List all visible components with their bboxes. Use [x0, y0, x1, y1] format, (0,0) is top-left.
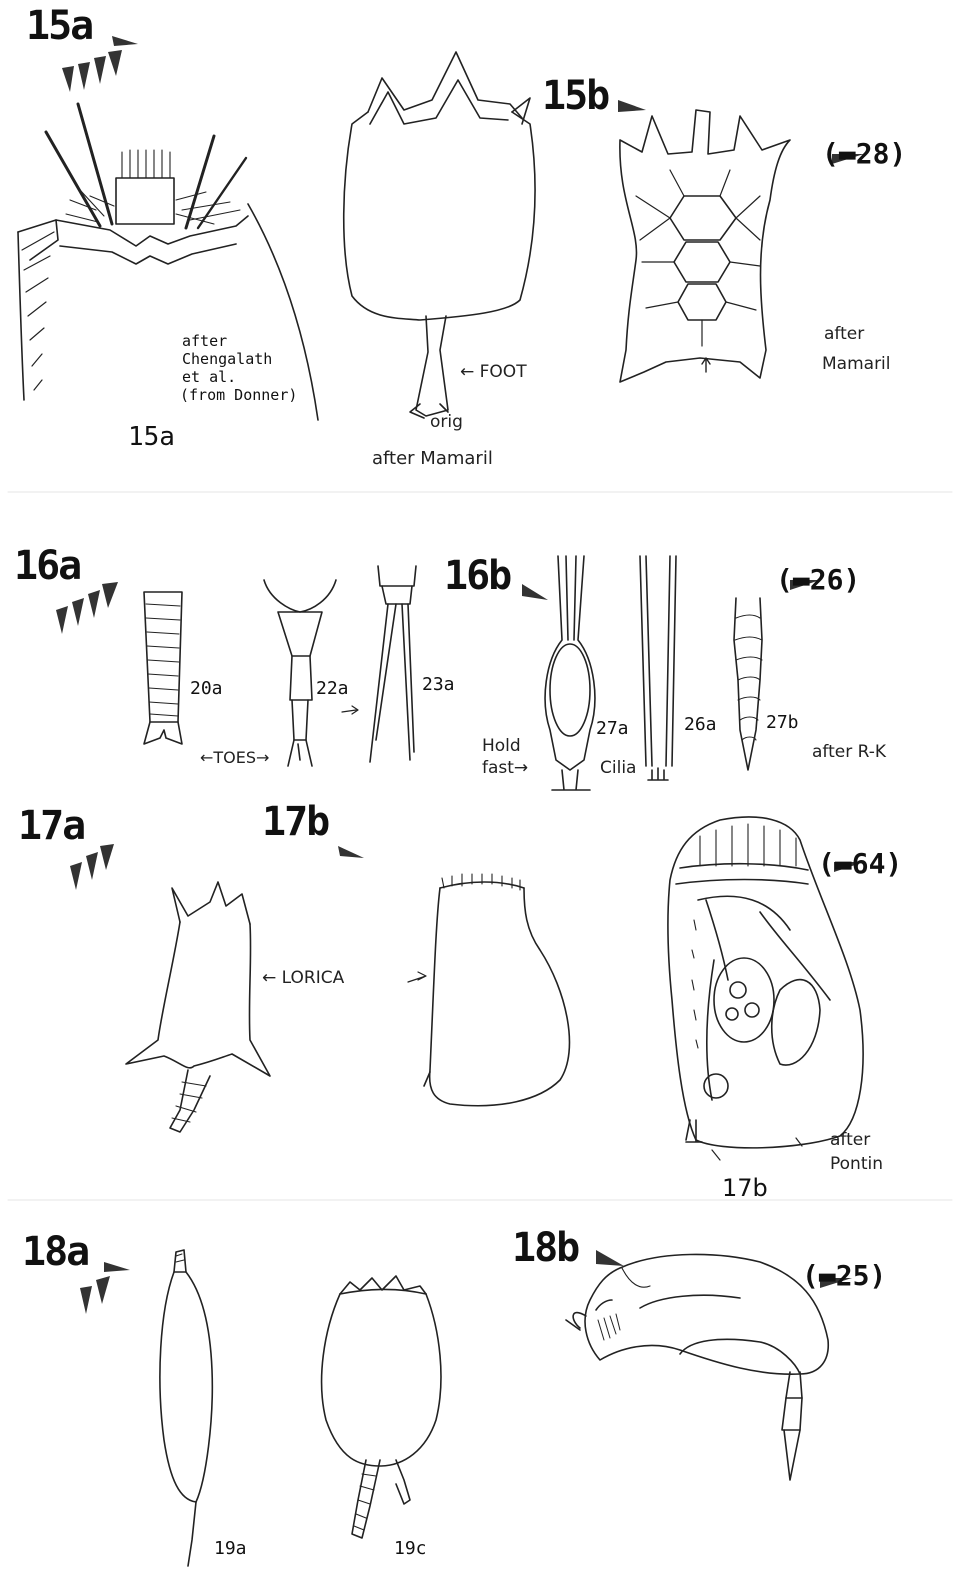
- label-toes: ←TOES→: [200, 748, 270, 767]
- label-hold: Hold: [482, 736, 521, 756]
- figure-15b-lorica: [620, 110, 790, 382]
- figure-18a-19c: [322, 1276, 441, 1538]
- label-cilia: Cilia: [600, 758, 637, 778]
- figure-15a-drawing: [18, 104, 318, 420]
- label-18b: 18b: [512, 1225, 580, 1271]
- label-27b: 27b: [766, 712, 799, 733]
- label-17a: 17a: [18, 803, 86, 849]
- credit-line-1: after: [182, 332, 228, 350]
- label-15b: 15b: [542, 73, 610, 119]
- credit-line-2: Chengalath: [182, 350, 273, 368]
- figure-18a-19a: [160, 1250, 212, 1566]
- credit-pontin-a: after: [830, 1130, 871, 1150]
- label-23a: 23a: [422, 674, 455, 695]
- credit-line-4: (from Donner): [180, 386, 298, 404]
- label-19c: 19c: [394, 1538, 427, 1559]
- label-foot: ← FOOT: [460, 362, 527, 382]
- caption-15a: 15a: [128, 422, 175, 452]
- credit-mamaril-2a: after: [824, 324, 865, 344]
- reference-64: (▬64): [818, 847, 903, 880]
- credit-pontin-b: Pontin: [830, 1154, 883, 1174]
- credit-rk: after R-K: [812, 742, 887, 762]
- figure-17b-lorica-outline: [408, 874, 569, 1106]
- label-20a: 20a: [190, 678, 223, 699]
- label-19a: 19a: [214, 1538, 247, 1559]
- figure-18b-lorica: [566, 1254, 828, 1480]
- caption-17b: 17b: [722, 1174, 768, 1202]
- label-16b: 16b: [444, 553, 512, 599]
- credit-line-3: et al.: [182, 368, 237, 386]
- reference-28: (▬28): [822, 137, 907, 170]
- figure-17a-lorica: [126, 882, 270, 1132]
- label-17b: 17b: [262, 799, 330, 845]
- label-16a: 16a: [14, 543, 82, 589]
- scan-borders: [8, 492, 952, 1200]
- label-15a: 15a: [26, 3, 94, 49]
- pointer-marks: [56, 36, 864, 1314]
- label-18a: 18a: [22, 1229, 90, 1275]
- label-26a: 26a: [684, 714, 717, 735]
- figure-15a-lorica: [344, 52, 535, 418]
- credit-mamaril-1: after Mamaril: [372, 448, 493, 469]
- figure-16a-feet: [144, 566, 416, 766]
- figure-16b-feet: [545, 556, 762, 790]
- credit-mamaril-2b: Mamaril: [822, 354, 891, 374]
- reference-25: (▬25): [802, 1259, 887, 1292]
- label-orig: orig: [430, 412, 463, 432]
- label-27a: 27a: [596, 718, 629, 739]
- label-lorica: ← LORICA: [262, 968, 345, 988]
- figure-17b-anatomy: [668, 817, 863, 1160]
- label-22a: 22a: [316, 678, 349, 699]
- label-fast: fast→: [482, 758, 529, 778]
- reference-26: (▬26): [776, 563, 861, 596]
